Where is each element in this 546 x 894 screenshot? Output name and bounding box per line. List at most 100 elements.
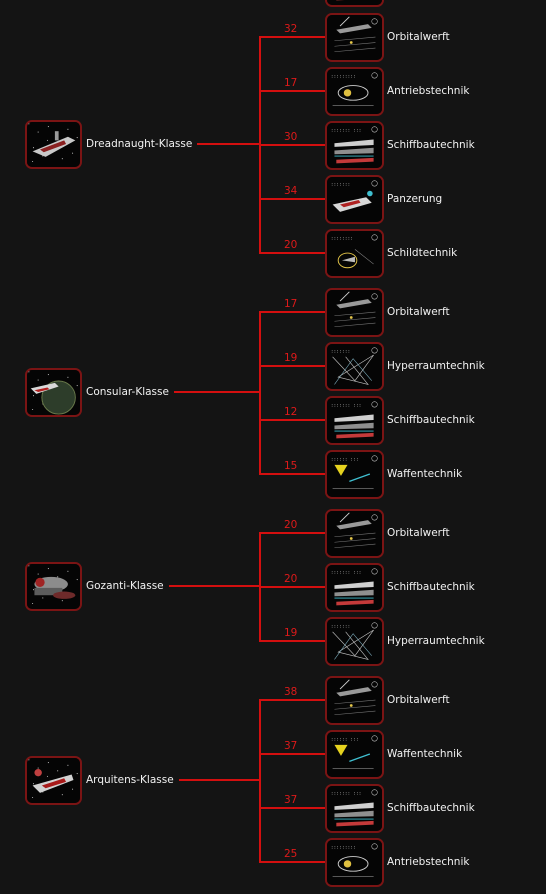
tech-name[interactable]: Schiffbautechnik — [387, 414, 475, 426]
tech-name[interactable]: Hyperraumtechnik — [387, 360, 485, 372]
orbital-shipyard-icon — [327, 15, 382, 60]
required-level: 12 — [284, 406, 298, 418]
propulsion-tech-icon: ::::::::: — [327, 69, 382, 114]
tech-thumbnail[interactable]: ::::::: ::: — [325, 121, 384, 170]
connector-branch — [259, 532, 325, 534]
svg-text::::::::: ::::::: — [331, 182, 351, 187]
weapons-tech-icon: :::::: ::: — [327, 452, 382, 497]
shield-tech-icon: :::::::: — [327, 231, 382, 276]
connector-branch — [259, 252, 325, 254]
tech-name[interactable]: Waffentechnik — [387, 748, 463, 760]
tech-thumbnail-partial[interactable]: ::::::: ::: — [325, 0, 384, 7]
svg-text::::::: :::: :::::: ::: — [331, 737, 359, 742]
tech-thumbnail[interactable]: ::::::: ::: — [325, 563, 384, 612]
required-level: 17 — [284, 298, 298, 310]
tech-name[interactable]: Schildtechnik — [387, 247, 458, 259]
svg-text::::::::::: ::::::::: — [331, 74, 356, 79]
tech-name[interactable]: Orbitalwerft — [387, 694, 450, 706]
connector-branch — [259, 198, 325, 200]
connector-branch — [259, 90, 325, 92]
weapons-tech-icon: :::::: ::: — [327, 732, 382, 777]
connector-branch — [259, 753, 325, 755]
required-level: 19 — [284, 627, 298, 639]
connector-line — [197, 143, 259, 145]
tech-name[interactable]: Antriebstechnik — [387, 85, 470, 97]
tech-name[interactable]: Schiffbautechnik — [387, 802, 475, 814]
tech-thumbnail[interactable]: :::::: ::: — [325, 450, 384, 499]
tech-thumbnail[interactable]: ::::::: — [325, 342, 384, 391]
connector-branch — [259, 419, 325, 421]
tech-thumbnail[interactable]: :::::: ::: — [325, 730, 384, 779]
hyperspace-tech-icon: ::::::: — [327, 344, 382, 389]
arquitens-ship-icon — [27, 758, 80, 803]
connector-trunk — [259, 699, 261, 863]
tech-thumbnail[interactable]: ::::::: — [325, 617, 384, 666]
connector-branch — [259, 473, 325, 475]
ship-thumbnail[interactable] — [25, 120, 82, 169]
required-level: 38 — [284, 686, 298, 698]
tech-name[interactable]: Orbitalwerft — [387, 527, 450, 539]
shipbuilding-tech-icon: ::::::: ::: — [327, 786, 382, 831]
tech-thumbnail[interactable] — [325, 676, 384, 725]
tech-name[interactable]: Hyperraumtechnik — [387, 635, 485, 647]
ship-name[interactable]: Arquitens-Klasse — [86, 774, 174, 786]
connector-branch — [259, 365, 325, 367]
required-level: 15 — [284, 460, 298, 472]
ship-thumbnail[interactable] — [25, 368, 82, 417]
connector-branch — [259, 311, 325, 313]
tech-name[interactable]: Schiffbautechnik — [387, 139, 475, 151]
tech-name[interactable]: Orbitalwerft — [387, 306, 450, 318]
connector-branch — [259, 861, 325, 863]
required-level: 20 — [284, 519, 298, 531]
connector-line — [179, 779, 259, 781]
connector-trunk — [259, 311, 261, 475]
required-level: 20 — [284, 573, 298, 585]
tech-name[interactable]: Panzerung — [387, 193, 443, 205]
connector-branch — [259, 586, 325, 588]
ship-name[interactable]: Gozanti-Klasse — [86, 580, 164, 592]
tech-name[interactable]: Orbitalwerft — [387, 31, 450, 43]
svg-text::::::: :::: :::::: ::: — [331, 457, 359, 462]
tech-thumbnail[interactable]: ::::::::: — [325, 67, 384, 116]
connector-branch — [259, 807, 325, 809]
dreadnaught-ship-icon — [27, 122, 80, 167]
required-level: 19 — [284, 352, 298, 364]
svg-text:::::::: :::: ::::::: ::: — [331, 128, 362, 133]
ship-thumbnail[interactable] — [25, 756, 82, 805]
required-level: 25 — [284, 848, 298, 860]
required-level: 30 — [284, 131, 298, 143]
connector-line — [169, 585, 259, 587]
connector-branch — [259, 640, 325, 642]
ship-name[interactable]: Consular-Klasse — [86, 386, 169, 398]
ship-name[interactable]: Dreadnaught-Klasse — [86, 138, 193, 150]
orbital-shipyard-icon — [327, 290, 382, 335]
connector-branch — [259, 699, 325, 701]
orbital-shipyard-icon — [327, 511, 382, 556]
svg-text:::::::: :::: ::::::: ::: — [331, 791, 362, 796]
required-level: 32 — [284, 23, 298, 35]
tech-thumbnail[interactable]: ::::::: ::: — [325, 396, 384, 445]
tech-thumbnail[interactable]: ::::::: — [325, 175, 384, 224]
tech-thumbnail[interactable]: ::::::::: — [325, 838, 384, 887]
ship-thumbnail[interactable] — [25, 562, 82, 611]
svg-text:::::::::: :::::::: — [331, 236, 353, 241]
shipbuilding-tech-icon: ::::::: ::: — [327, 123, 382, 168]
tech-thumbnail[interactable] — [325, 13, 384, 62]
gozanti-ship-icon — [27, 564, 80, 609]
tech-thumbnail[interactable]: ::::::: ::: — [325, 784, 384, 833]
required-level: 34 — [284, 185, 298, 197]
consular-ship-icon — [27, 370, 80, 415]
tech-thumbnail[interactable]: :::::::: — [325, 229, 384, 278]
shipbuilding-tech-icon: ::::::: ::: — [327, 565, 382, 610]
tech-name[interactable]: Waffentechnik — [387, 468, 463, 480]
required-level: 20 — [284, 239, 298, 251]
svg-text:::::::: :::: ::::::: ::: — [331, 570, 362, 575]
tech-name[interactable]: Antriebstechnik — [387, 856, 470, 868]
tech-thumbnail[interactable] — [325, 509, 384, 558]
hyperspace-tech-icon: ::::::: — [327, 619, 382, 664]
propulsion-tech-icon: ::::::::: — [327, 840, 382, 885]
tech-thumbnail[interactable] — [325, 288, 384, 337]
orbital-shipyard-icon — [327, 678, 382, 723]
tech-name[interactable]: Schiffbautechnik — [387, 581, 475, 593]
